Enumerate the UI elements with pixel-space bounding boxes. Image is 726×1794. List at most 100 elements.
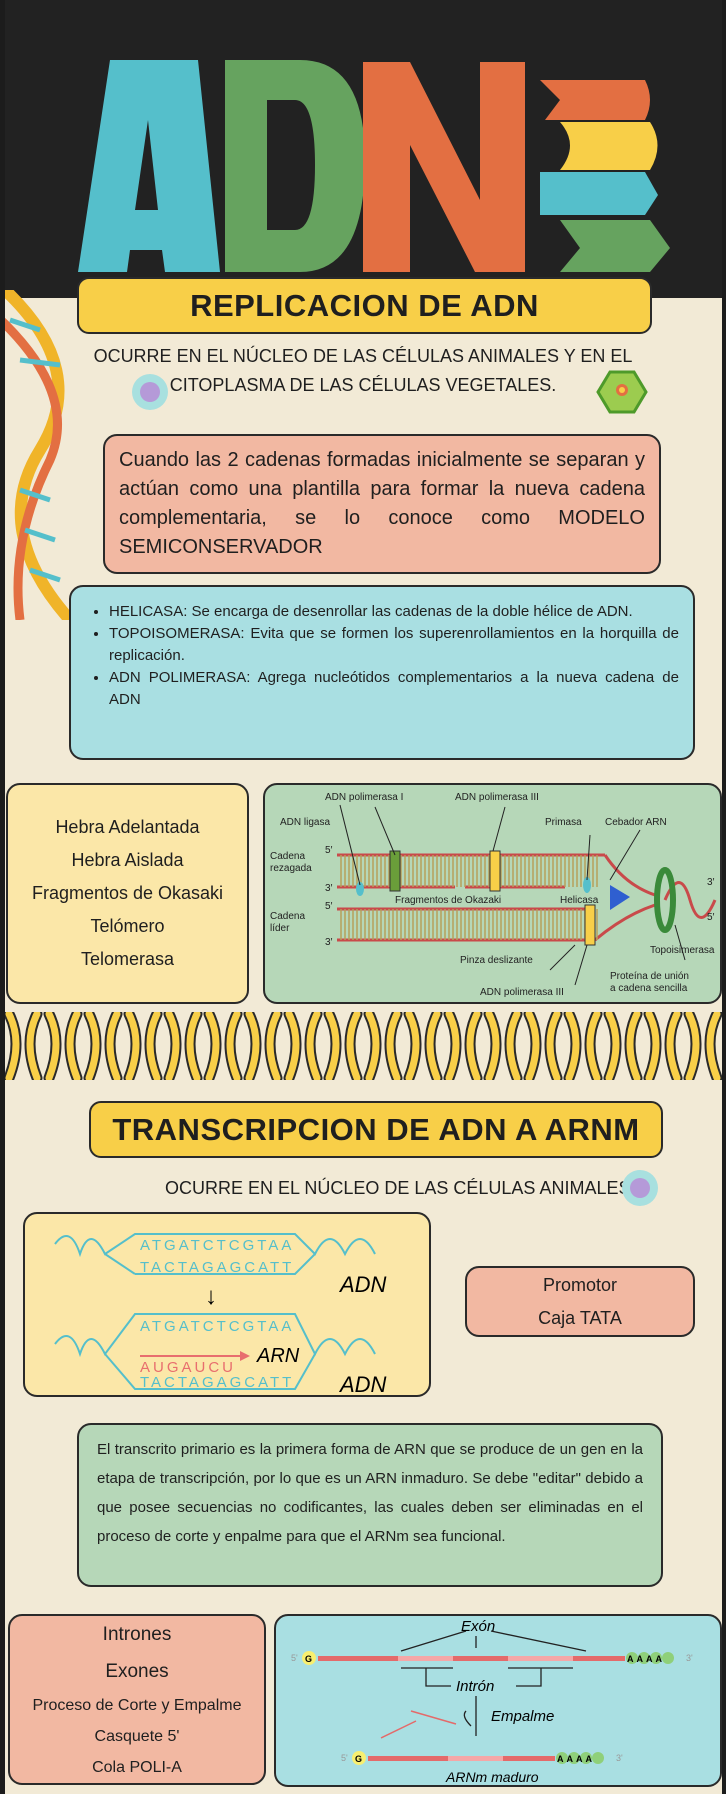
intron-label: Intrón xyxy=(456,1678,494,1695)
label-ligasa: ADN ligasa xyxy=(280,817,330,828)
label-topoisomerasa: Topoisimerasa xyxy=(650,945,715,956)
label-proteina-2: a cadena sencilla xyxy=(610,983,688,994)
label-3prime: 3′ xyxy=(325,937,333,948)
adn-label: ADN xyxy=(338,1272,387,1297)
label-3: 3' xyxy=(686,1653,693,1663)
chromosome-row xyxy=(5,1012,722,1080)
chromosome-icon xyxy=(523,1012,563,1080)
arn-label: ARN xyxy=(256,1345,300,1367)
dna-bottom-strand-2: TACTAGAGCATT xyxy=(140,1374,294,1391)
label-cebador: Cebador ARN xyxy=(605,817,667,828)
term: Intrones xyxy=(102,1624,172,1645)
term: Exones xyxy=(105,1661,169,1682)
term: Fragmentos de Okasaki xyxy=(31,883,224,903)
primary-transcript-text: El transcrito primario es la primera for… xyxy=(97,1441,643,1545)
replication-title: REPLICACION DE ADN xyxy=(77,277,652,334)
label-3: 3' xyxy=(616,1753,623,1763)
cap-g-2: G xyxy=(355,1754,362,1764)
chromosome-icon xyxy=(603,1012,643,1080)
adn-logo xyxy=(78,60,670,272)
label-adn-pol-3-bottom: ADN polimerasa III xyxy=(480,987,564,998)
transcription-title: TRANSCRIPCION DE ADN A ARNM xyxy=(89,1101,663,1158)
enzyme-polimerasa: ADN POLIMERASA: Agrega nucleótidos compl… xyxy=(109,667,679,711)
poly-a-tail: AAAA xyxy=(627,1654,665,1664)
label-rezagada: rezagada xyxy=(270,863,312,874)
adn-label-2: ADN xyxy=(338,1372,387,1397)
splicing-diagram: 5' G AAAA 3' Exón Intrón Empalme 5' G AA… xyxy=(274,1614,722,1787)
chromosome-icon xyxy=(43,1012,83,1080)
label-5prime: 5′ xyxy=(325,845,333,856)
chromosome-icon xyxy=(123,1012,163,1080)
plant-cell-icon xyxy=(596,370,648,414)
term: Proceso de Corte y Empalme xyxy=(32,1697,242,1714)
label-cadena-rezagada: Cadena xyxy=(270,851,305,862)
enzyme-topoisomerasa: TOPOISOMERASA: Evita que se formen los s… xyxy=(109,623,679,667)
chromosome-icon xyxy=(5,1012,43,1080)
primary-transcript-box: El transcrito primario es la primera for… xyxy=(77,1423,663,1587)
exon-label: Exón xyxy=(461,1618,495,1635)
label-pinza: Pinza deslizante xyxy=(460,955,533,966)
replication-location-line2: CITOPLASMA DE LAS CÉLULAS VEGETALES. xyxy=(169,375,557,395)
label-5: 5' xyxy=(341,1753,348,1763)
semiconservative-model-box: Cuando las 2 cadenas formadas inicialmen… xyxy=(103,434,661,574)
chromosome-icon xyxy=(323,1012,363,1080)
chromosome-icon xyxy=(283,1012,323,1080)
label-5prime: 5′ xyxy=(707,912,715,923)
replication-location-line1: OCURRE EN EL NÚCLEO DE LAS CÉLULAS ANIMA… xyxy=(93,346,633,366)
transcription-diagram: ATGATCTCGTAA TACTAGAGCATT ATGATCTCGTAA A… xyxy=(23,1212,431,1397)
cap-g: G xyxy=(305,1654,312,1664)
chromosome-icon xyxy=(363,1012,403,1080)
term: Cola POLI-A xyxy=(92,1759,182,1776)
label-primasa: Primasa xyxy=(545,817,582,828)
empalme-label: Empalme xyxy=(491,1708,554,1725)
label-3prime: 3′ xyxy=(707,877,715,888)
label-5: 5' xyxy=(291,1653,298,1663)
down-arrow-icon: ↓ xyxy=(205,1283,217,1310)
label-3prime: 3′ xyxy=(325,883,333,894)
transcription-location: OCURRE EN EL NÚCLEO DE LAS CÉLULAS ANIMA… xyxy=(165,1178,631,1198)
chromosome-icon xyxy=(83,1012,123,1080)
replication-fork-diagram: ADN polimerasa I ADN polimerasa III ADN … xyxy=(263,783,722,1004)
term: Casquete 5' xyxy=(94,1728,180,1745)
chromosome-icon xyxy=(483,1012,523,1080)
label-adn-pol-1: ADN polimerasa I xyxy=(325,792,403,803)
label-lider: líder xyxy=(270,923,290,934)
dna-top-strand-2: ATGATCTCGTAA xyxy=(140,1318,294,1335)
label-adn-pol-3-top: ADN polimerasa III xyxy=(455,792,539,803)
enzymes-box: HELICASA: Se encarga de desenrollar las … xyxy=(69,585,695,760)
label-fragmentos: Fragmentos de Okazaki xyxy=(395,895,501,906)
transcription-svg: ATGATCTCGTAA TACTAGAGCATT ATGATCTCGTAA A… xyxy=(54,1233,387,1397)
semiconservative-text: Cuando las 2 cadenas formadas inicialmen… xyxy=(119,449,645,558)
term: Hebra Adelantada xyxy=(55,817,200,837)
splice-terms-box: Intrones Exones Proceso de Corte y Empal… xyxy=(8,1614,266,1785)
promoter-box: Promotor Caja TATA xyxy=(465,1266,695,1337)
term: Promotor xyxy=(542,1274,618,1295)
chromosome-icon xyxy=(563,1012,603,1080)
replication-terms-box: Hebra Adelantada Hebra Aislada Fragmento… xyxy=(6,783,249,1004)
term: Telómero xyxy=(90,916,165,936)
term: Caja TATA xyxy=(538,1307,622,1328)
chromosome-icon xyxy=(163,1012,203,1080)
dna-top-strand: ATGATCTCGTAA xyxy=(140,1237,294,1254)
label-5prime: 5′ xyxy=(325,901,333,912)
chromosome-icon xyxy=(443,1012,483,1080)
mature-mrna-label: ARNm maduro xyxy=(445,1769,539,1785)
rna-strand: AUGAUCU xyxy=(140,1359,236,1376)
animal-cell-icon xyxy=(622,1170,658,1206)
label-proteina-1: Proteína de unión xyxy=(610,971,689,982)
replication-fork-svg: ADN polimerasa I ADN polimerasa III ADN … xyxy=(270,792,717,998)
label-cadena-lider: Cadena xyxy=(270,911,305,922)
label-helicasa: Helicasa xyxy=(560,895,599,906)
chromosome-icon xyxy=(683,1012,722,1080)
chromosome-icon xyxy=(243,1012,283,1080)
dna-helix-icon xyxy=(0,290,75,620)
poly-a-tail-2: AAAA xyxy=(557,1754,595,1764)
chromosome-icon xyxy=(403,1012,443,1080)
enzyme-helicasa: HELICASA: Se encarga de desenrollar las … xyxy=(109,601,679,623)
animal-cell-icon xyxy=(132,374,168,410)
term: Telomerasa xyxy=(80,949,175,969)
chromosome-icon xyxy=(643,1012,683,1080)
dna-bottom-strand: TACTAGAGCATT xyxy=(140,1259,294,1276)
chromosome-icon xyxy=(203,1012,243,1080)
term: Hebra Aislada xyxy=(71,850,184,870)
